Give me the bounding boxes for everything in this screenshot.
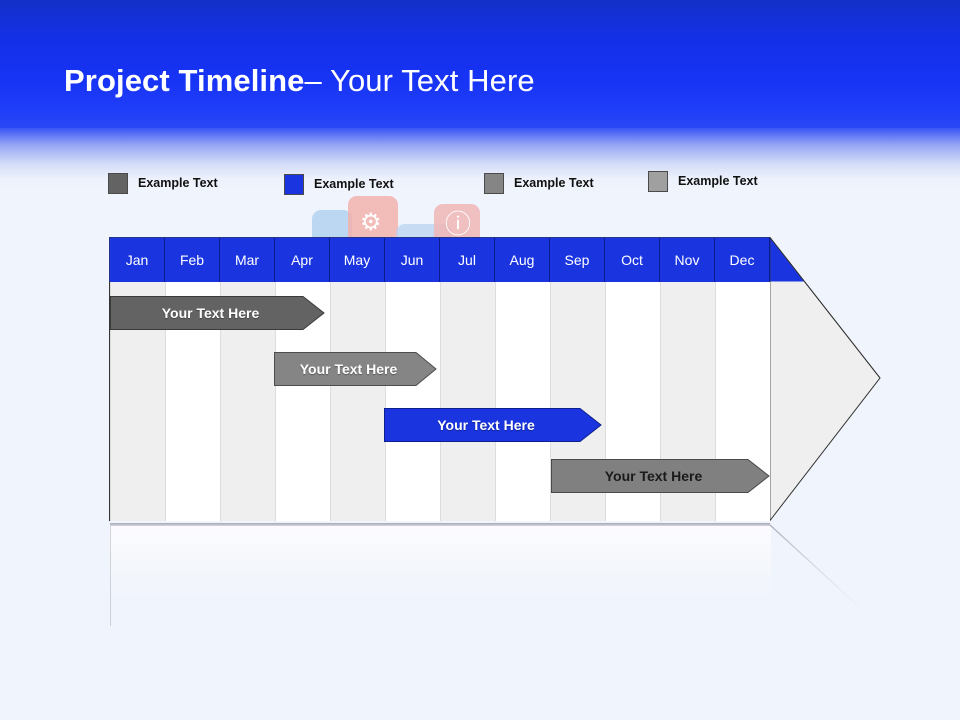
month-header-jan: Jan [110,238,165,282]
title-banner-fade [0,128,960,190]
reflection-edge-line [110,523,770,526]
task-bar-2-shape [274,352,437,386]
task-bar-4-label: Your Text Here [604,468,703,484]
timeline-chart: Jan Feb Mar Apr May Jun [109,237,884,527]
month-header-jul: Jul [440,238,495,282]
legend-swatch-4-icon [648,170,668,192]
month-column-jan[interactable]: Jan [110,238,165,521]
info-icon: ⓘ [445,210,472,240]
task-bar-3[interactable]: Your Text Here [384,408,602,442]
chart-reflection [109,523,884,628]
task-bar-2-label: Your Text Here [299,361,398,377]
legend-item-1[interactable]: Example Text [108,170,218,196]
title-banner [0,0,960,128]
month-column-body-may [330,282,385,521]
month-column-jul[interactable]: Jul [440,238,495,521]
legend-swatch-2-icon [284,173,304,195]
legend-label-1: Example Text [138,176,218,190]
task-bar-3-shape [384,408,602,442]
month-header-mar: Mar [220,238,275,282]
month-header-dec: Dec [715,238,770,282]
month-column-body-jun [385,282,440,521]
task-bar-1-shape [110,296,325,330]
page-title: Project Timeline– Your Text Here [64,59,535,103]
legend: Example Text Example Text Example Text E… [108,168,828,196]
month-column-mar[interactable]: Mar [220,238,275,521]
task-bar-3-label: Your Text Here [437,417,535,433]
legend-label-2: Example Text [314,177,394,191]
task-bar-1[interactable]: Your Text Here [110,296,325,330]
legend-item-2[interactable]: Example Text [284,171,394,197]
month-header-oct: Oct [605,238,660,282]
page-title-bold: Project Timeline [64,63,305,98]
month-header-aug: Aug [495,238,550,282]
month-header-may: May [330,238,385,282]
legend-label-4: Example Text [678,174,758,188]
month-column-feb[interactable]: Feb [165,238,220,521]
reflection-arrow-shape [769,524,881,627]
month-column-may[interactable]: May [330,238,385,521]
legend-item-3[interactable]: Example Text [484,170,594,196]
task-bar-2[interactable]: Your Text Here [274,352,437,386]
month-column-body-aug [495,282,550,521]
month-header-sep: Sep [550,238,605,282]
month-header-apr: Apr [275,238,330,282]
month-header-jun: Jun [385,238,440,282]
month-column-jun[interactable]: Jun [385,238,440,521]
page-title-light: – Your Text Here [304,63,535,98]
legend-item-4[interactable]: Example Text [648,168,758,194]
task-bar-4[interactable]: Your Text Here [551,459,770,493]
chart-reflection-inner [109,523,884,628]
month-column-aug[interactable]: Aug [495,238,550,521]
legend-swatch-1-icon [108,172,128,194]
month-header-nov: Nov [660,238,715,282]
legend-label-3: Example Text [514,176,594,190]
legend-swatch-3-icon [484,172,504,194]
month-column-body-jul [440,282,495,521]
task-bar-1-label: Your Text Here [161,305,260,321]
month-header-feb: Feb [165,238,220,282]
reflection-body [110,526,771,626]
gear-icon: ⚙ [360,208,382,236]
task-bar-4-shape [551,459,770,493]
